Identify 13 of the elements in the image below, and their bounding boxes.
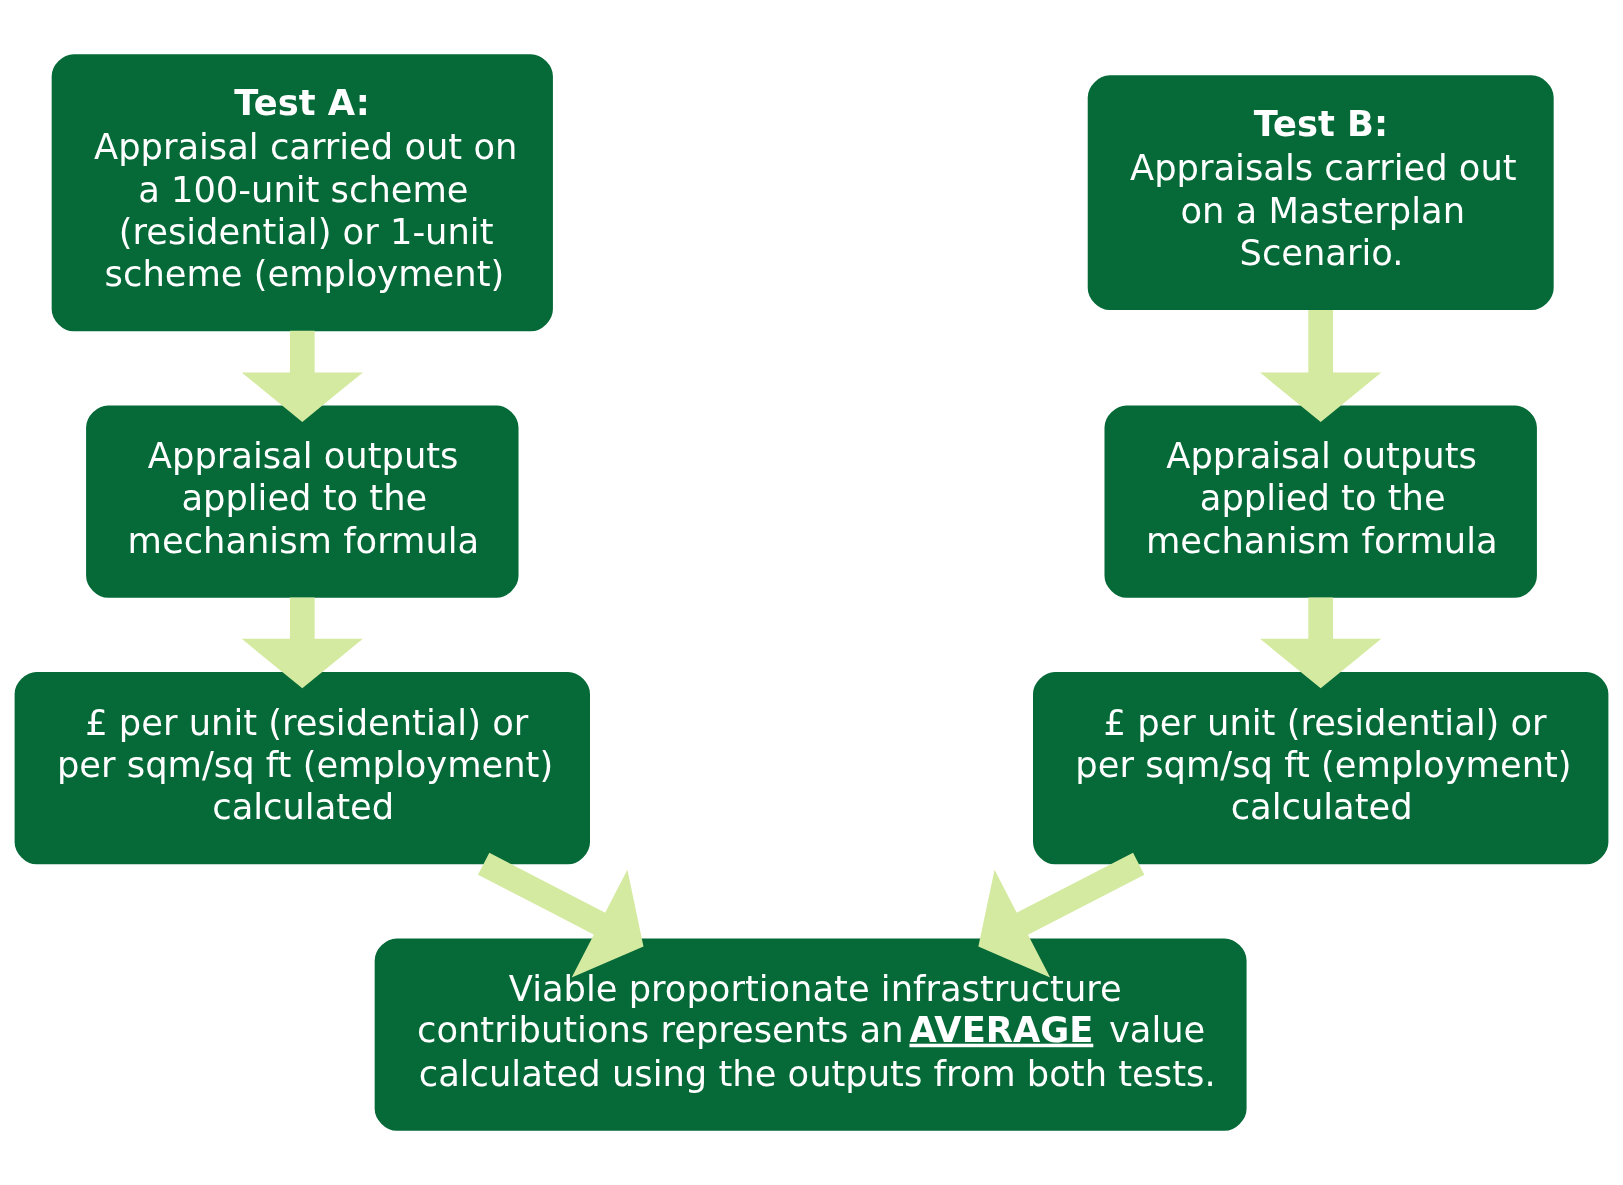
arrow	[1260, 309, 1382, 423]
arrow	[478, 852, 644, 978]
arrow	[978, 852, 1145, 978]
node-box: Viable proportionate infrastructure contributions represents an AVERAGE value calculated using the outputs from both tests.	[374, 938, 1247, 1131]
node-box: Test B: Appraisals carried out on a Masterplan Scenario.	[1087, 75, 1554, 311]
arrow	[1260, 597, 1382, 689]
node-box: Appraisal outputs applied to the mechanism formula	[1104, 405, 1537, 598]
arrow	[241, 597, 363, 689]
node-box: £ per unit (residential) or per sqm/sq ft (employment) calculated	[1033, 671, 1609, 865]
node-box: Test A: Appraisal carried out on a 100-unit scheme (residential) or 1-unit scheme (employment)	[51, 54, 553, 332]
node-box: £ per unit (residential) or per sqm/sq ft (employment) calculated	[14, 671, 590, 865]
node-box: Appraisal outputs applied to the mechanism formula	[86, 405, 519, 598]
arrow	[241, 330, 363, 422]
